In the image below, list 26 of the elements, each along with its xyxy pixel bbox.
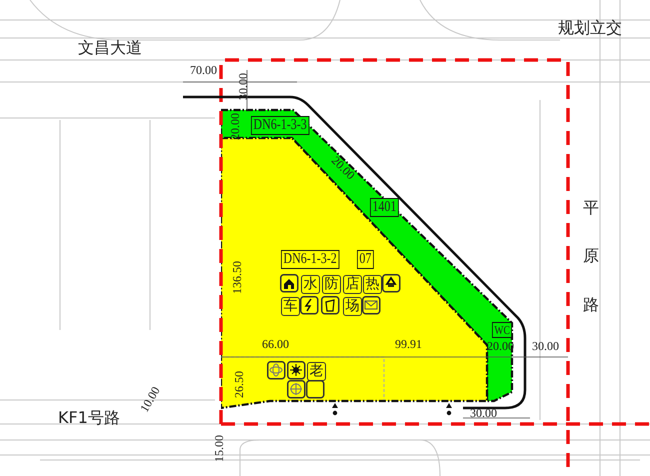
road-name: 规划立交 (558, 20, 622, 36)
facility-label: 车 (281, 297, 300, 316)
dimension-label: 30.00 (532, 340, 559, 352)
facility-label: 场 (343, 297, 362, 316)
facility-label: 店 (343, 275, 362, 294)
road-name: KF1号路 (58, 410, 120, 426)
parcel-code: DN6-1-3-2 (281, 250, 340, 269)
dimension-label: 66.00 (262, 338, 289, 350)
dimension-label: 30.00 (470, 407, 497, 419)
dimension-label: 15.00 (213, 435, 225, 462)
facility-label: 热 (363, 275, 382, 294)
dimension-label: 20.00 (229, 113, 241, 140)
land-use-code: 1401 (370, 198, 399, 217)
dimension-label: 26.50 (233, 371, 245, 398)
facility-label: 防 (322, 275, 341, 294)
land-use-code: 07 (357, 250, 374, 269)
dimension-label: 70.00 (190, 64, 217, 76)
parcel-code: DN6-1-3-3 (251, 116, 310, 135)
toilet-label: WC (492, 322, 512, 338)
facility-label: 老 (307, 362, 326, 381)
dimension-label: 99.91 (395, 338, 422, 350)
building-parcel (221, 138, 489, 410)
greenbelt-parcel (221, 108, 515, 404)
road-name: 文昌大道 (78, 40, 142, 56)
dimension-label: 136.50 (231, 261, 243, 294)
facility-label: 水 (301, 275, 320, 294)
